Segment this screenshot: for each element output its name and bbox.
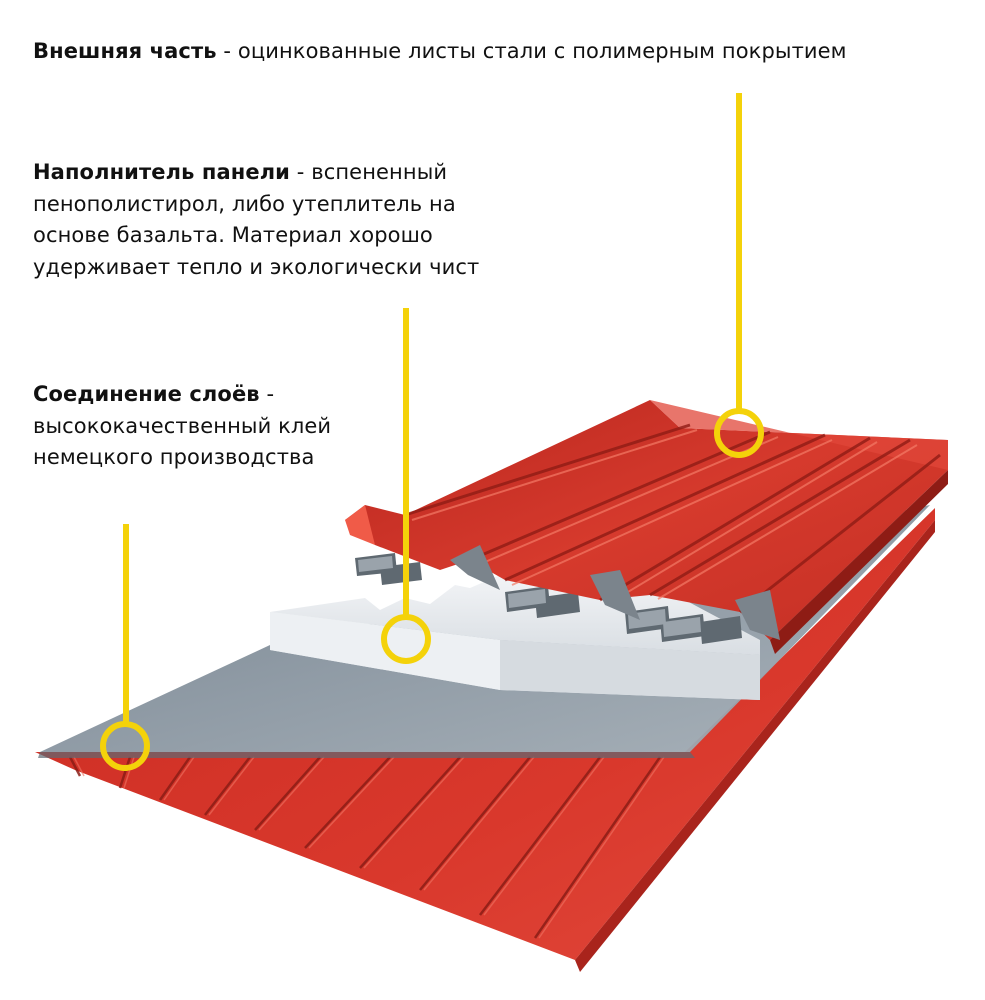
annotation-filler: Наполнитель панели - вспененный пенополи…: [33, 157, 533, 283]
annotation-filler-title: Наполнитель панели: [33, 160, 290, 184]
callout-join-circle: [100, 721, 150, 771]
annotation-join-text: - высококачественный клей немецкого прои…: [33, 382, 332, 469]
top-steel-sheet: [345, 400, 948, 654]
annotation-filler-text: - вспененный пенополистирол, либо утепли…: [33, 160, 480, 279]
annotation-outer-title: Внешняя часть: [33, 39, 217, 63]
annotation-outer-layer: Внешняя часть - оцинкованные листы стали…: [33, 36, 847, 68]
callout-outer-circle: [714, 408, 764, 458]
annotation-join: Соединение слоёв - высококачественный кл…: [33, 379, 333, 474]
callout-filler-circle: [381, 614, 431, 664]
annotation-outer-text: - оцинкованные листы стали с полимерным …: [216, 39, 847, 63]
bottom-steel-sheet: [35, 508, 935, 972]
annotation-join-title: Соединение слоёв: [33, 382, 260, 406]
callout-markers: [100, 93, 764, 771]
